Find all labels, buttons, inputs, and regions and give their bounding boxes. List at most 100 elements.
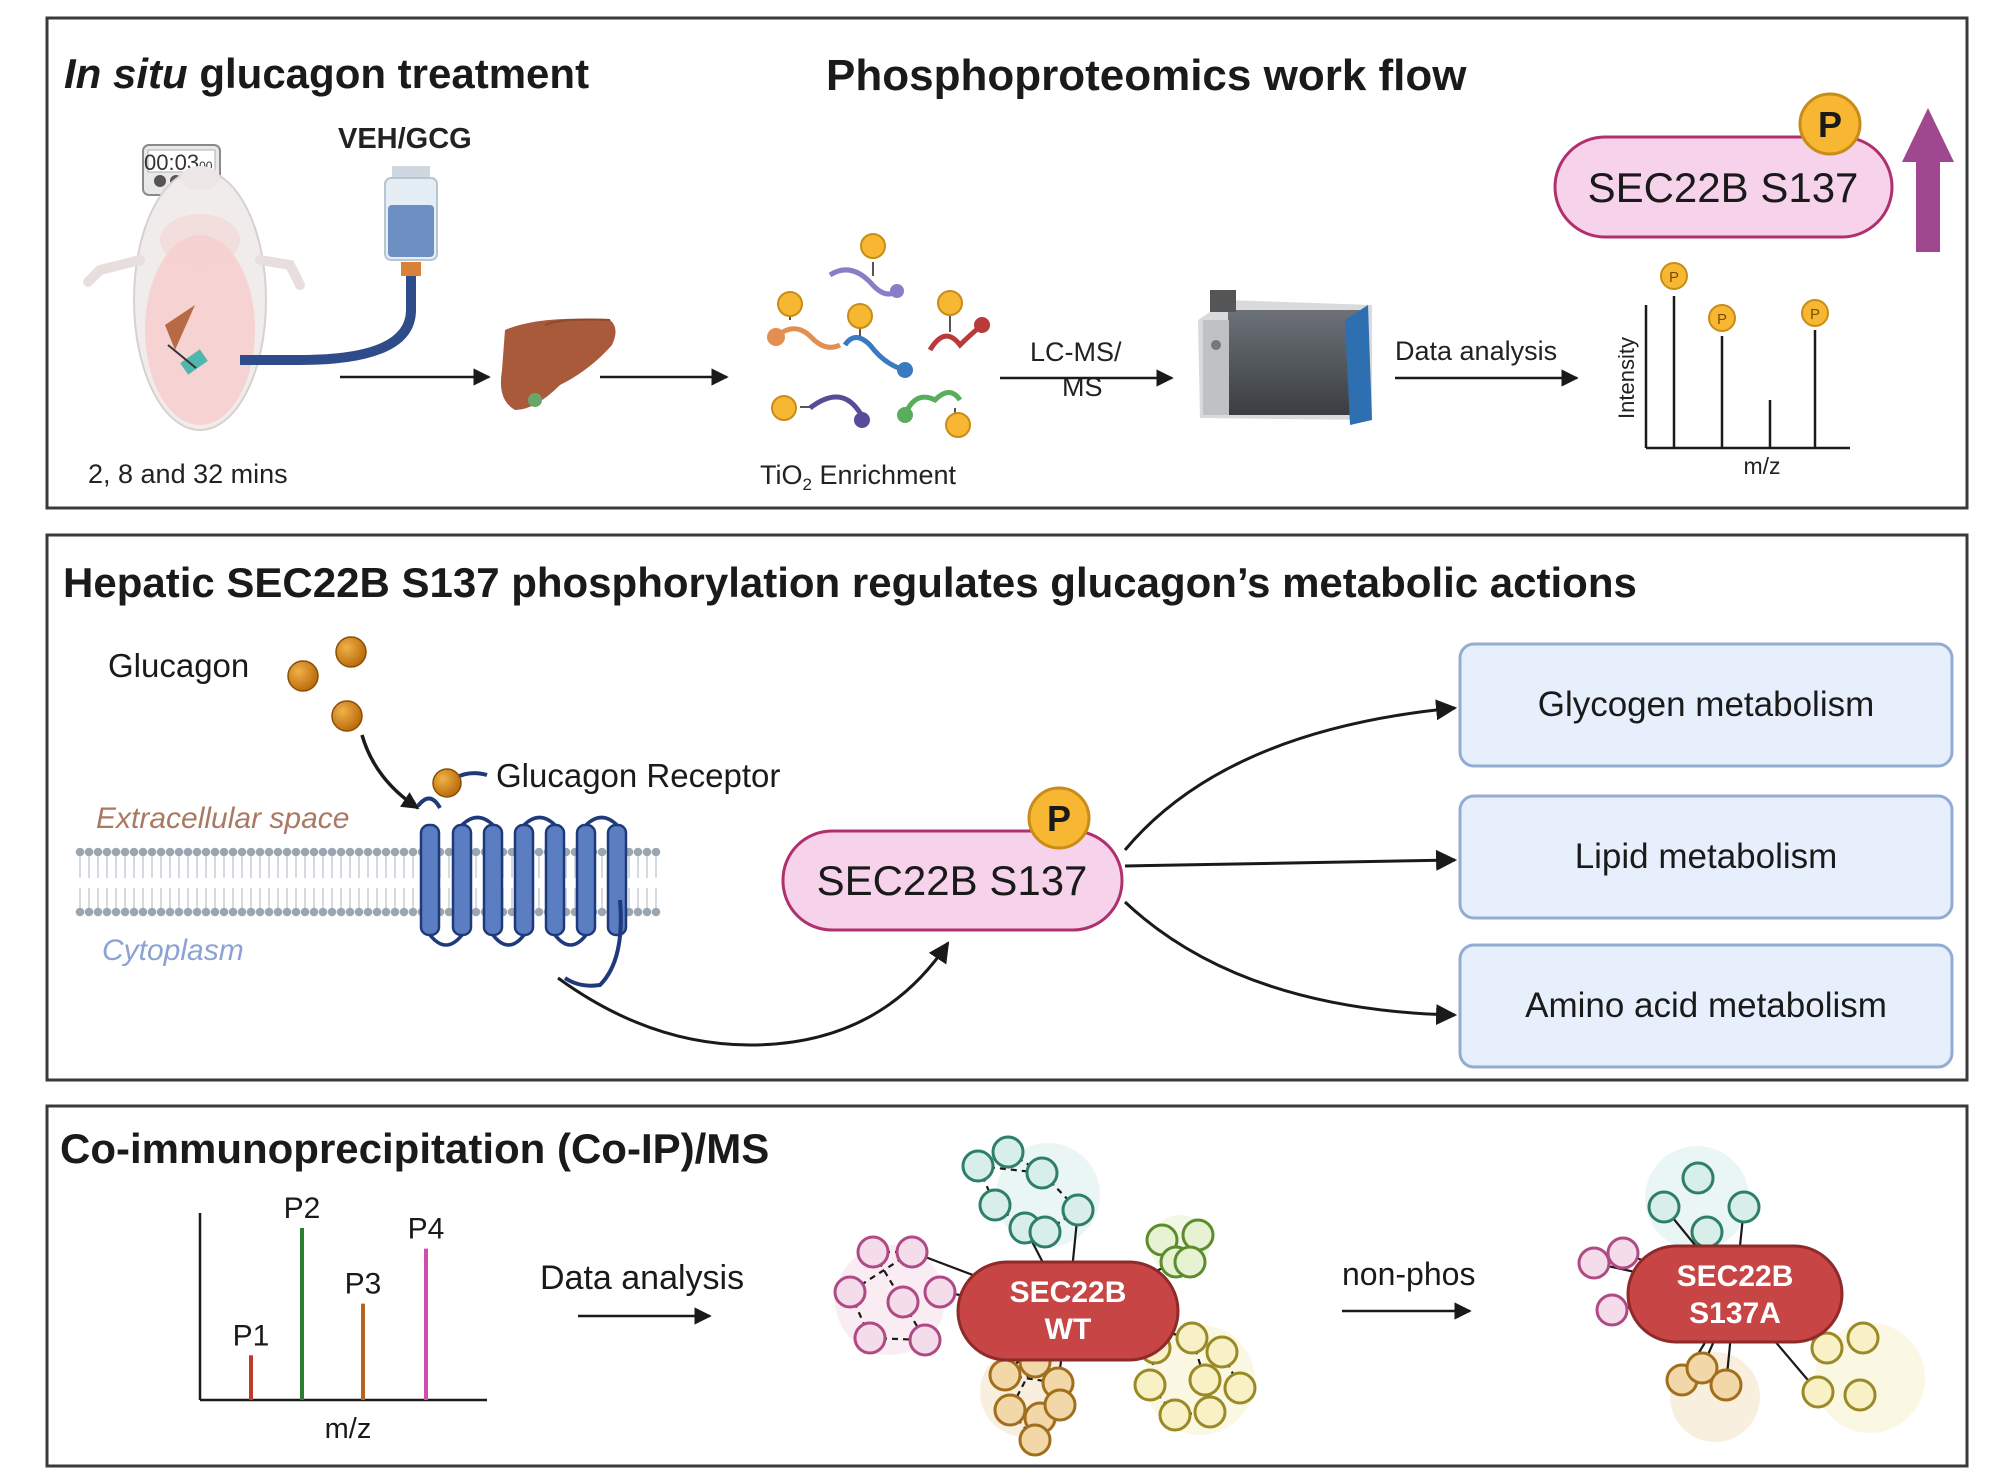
interactor-node <box>1810 1331 1844 1365</box>
mass-spectrometer-icon <box>1198 290 1372 425</box>
glucagon-molecule-icon <box>287 660 319 692</box>
interactor-node <box>1158 1398 1192 1432</box>
phospho-icon: P <box>1027 786 1091 850</box>
interactor-node <box>1606 1236 1640 1270</box>
interactor-node <box>1801 1375 1835 1409</box>
glucagon-molecule-icon <box>331 700 363 732</box>
glucagon-receptor-icon <box>416 771 628 988</box>
svg-text:P: P <box>1717 311 1727 328</box>
arrow-to-lipid <box>1124 849 1458 871</box>
veh-gcg-label: VEH/GCG <box>338 123 472 155</box>
interactor-node <box>886 1285 920 1319</box>
liver-icon <box>500 318 616 410</box>
outcome-box-amino-acid: Amino acid metabolism <box>1458 943 1954 1069</box>
receptor-helix <box>606 823 628 937</box>
svg-text:P: P <box>1669 269 1679 286</box>
glucagon-bound-icon <box>432 768 462 798</box>
interactor-node <box>993 1393 1027 1427</box>
arrow-to-amino-acid <box>1123 900 1458 1026</box>
interactor-node <box>1043 1388 1077 1422</box>
panel-coip: Co-immunoprecipitation (Co-IP)/MS P1P2P3… <box>45 1104 1969 1468</box>
sec22b-s137-pill-panel2: SEC22B S137 <box>781 829 1124 932</box>
interactor-node <box>1193 1395 1227 1429</box>
glucagon-binding-arrow <box>360 734 420 810</box>
sec22b-s137-pill: SEC22B S137 <box>1553 135 1894 239</box>
interactor-node <box>1843 1378 1877 1412</box>
interactor-node <box>1690 1215 1724 1249</box>
interaction-network-mutant <box>1577 1146 1925 1442</box>
interactor-node <box>1846 1321 1880 1355</box>
receptor-helix <box>513 823 535 937</box>
panel-workflow: In situ glucagon treatment Phosphoproteo… <box>45 16 1969 510</box>
lcms-label-line1: LC-MS/ <box>1030 337 1122 367</box>
data-analysis-label: Data analysis <box>1395 336 1557 366</box>
receptor-helix <box>575 823 597 937</box>
interactor-node <box>908 1323 942 1357</box>
interactor-node <box>853 1321 887 1355</box>
interactor-node <box>1727 1190 1761 1224</box>
interactor-node <box>1025 1156 1059 1190</box>
interactor-node <box>1028 1215 1062 1249</box>
sec22b-s137-label-panel2: SEC22B S137 <box>817 857 1088 904</box>
spectrum-plot: P P P <box>1644 262 1850 450</box>
panel-coip-title: Co-immunoprecipitation (Co-IP)/MS <box>60 1125 769 1172</box>
interactor-node <box>991 1135 1025 1169</box>
interactor-node <box>1188 1363 1222 1397</box>
receptor-helix <box>419 823 441 937</box>
outcome-box-lipid: Lipid metabolism <box>1458 794 1954 920</box>
lcms-label-line2: MS <box>1062 372 1103 402</box>
sec22b-s137a-label-2: S137A <box>1689 1297 1781 1330</box>
receptor-helix <box>451 823 473 937</box>
phospho-small-icon: P <box>1801 299 1829 327</box>
interactor-node <box>1595 1293 1629 1327</box>
workflow-title: Phosphoproteomics work flow <box>826 51 1467 100</box>
extracellular-label: Extracellular space <box>96 802 349 835</box>
interactor-node <box>1181 1218 1215 1252</box>
phospho-small-icon: P <box>1708 304 1736 332</box>
panel-regulation: Hepatic SEC22B S137 phosphorylation regu… <box>45 533 1969 1082</box>
peak-label-p4: P4 <box>408 1213 445 1246</box>
interactor-node <box>1133 1368 1167 1402</box>
glucagon-label: Glucagon <box>108 647 249 684</box>
outcome-box-glycogen: Glycogen metabolism <box>1458 642 1954 768</box>
interactor-node <box>1205 1335 1239 1369</box>
sec22b-s137a-node: SEC22B S137A <box>1626 1244 1844 1344</box>
interactor-node <box>1685 1351 1719 1385</box>
interactor-node <box>1709 1368 1743 1402</box>
interactor-node <box>961 1149 995 1183</box>
interactor-node <box>1577 1246 1611 1280</box>
intensity-axis-label: Intensity <box>1614 337 1639 419</box>
panel-workflow-title: In situ glucagon treatment <box>64 50 589 97</box>
svg-text:P: P <box>1810 306 1820 323</box>
glucagon-molecule-icon <box>335 636 367 668</box>
receptor-helix <box>482 823 504 937</box>
increase-arrow-icon <box>1902 108 1954 252</box>
spectrum-mz-label: m/z <box>1743 453 1780 479</box>
interactor-node <box>1061 1193 1095 1227</box>
arrow-to-glycogen <box>1123 699 1458 851</box>
svg-text:P: P <box>1818 104 1842 145</box>
interactor-node <box>923 1275 957 1309</box>
sec22b-s137a-label-1: SEC22B <box>1677 1260 1794 1293</box>
cytoplasm-label: Cytoplasm <box>102 934 244 967</box>
interactor-node <box>988 1358 1022 1392</box>
iv-bag-icon <box>384 166 438 276</box>
iv-line <box>240 276 416 365</box>
mouse-icon <box>83 166 305 431</box>
interactor-node <box>1223 1371 1257 1405</box>
receptor-helix <box>544 823 566 937</box>
interactor-node <box>856 1235 890 1269</box>
interactor-node <box>1681 1161 1715 1195</box>
sec22b-wt-label-2: WT <box>1045 1313 1092 1346</box>
interactor-node <box>1175 1321 1209 1355</box>
interactor-node <box>1018 1423 1052 1457</box>
timer-icon: 00:0300 <box>142 144 221 196</box>
outcome-label-lipid: Lipid metabolism <box>1575 837 1838 876</box>
phosphopeptides-icon <box>767 233 990 438</box>
interactor-node <box>1173 1245 1207 1279</box>
tio2-label: TiO2 Enrichment <box>760 460 957 494</box>
phospho-icon: P <box>1798 92 1862 156</box>
glucagon-receptor-label: Glucagon Receptor <box>496 757 780 794</box>
peak-label-p1: P1 <box>233 1319 270 1352</box>
